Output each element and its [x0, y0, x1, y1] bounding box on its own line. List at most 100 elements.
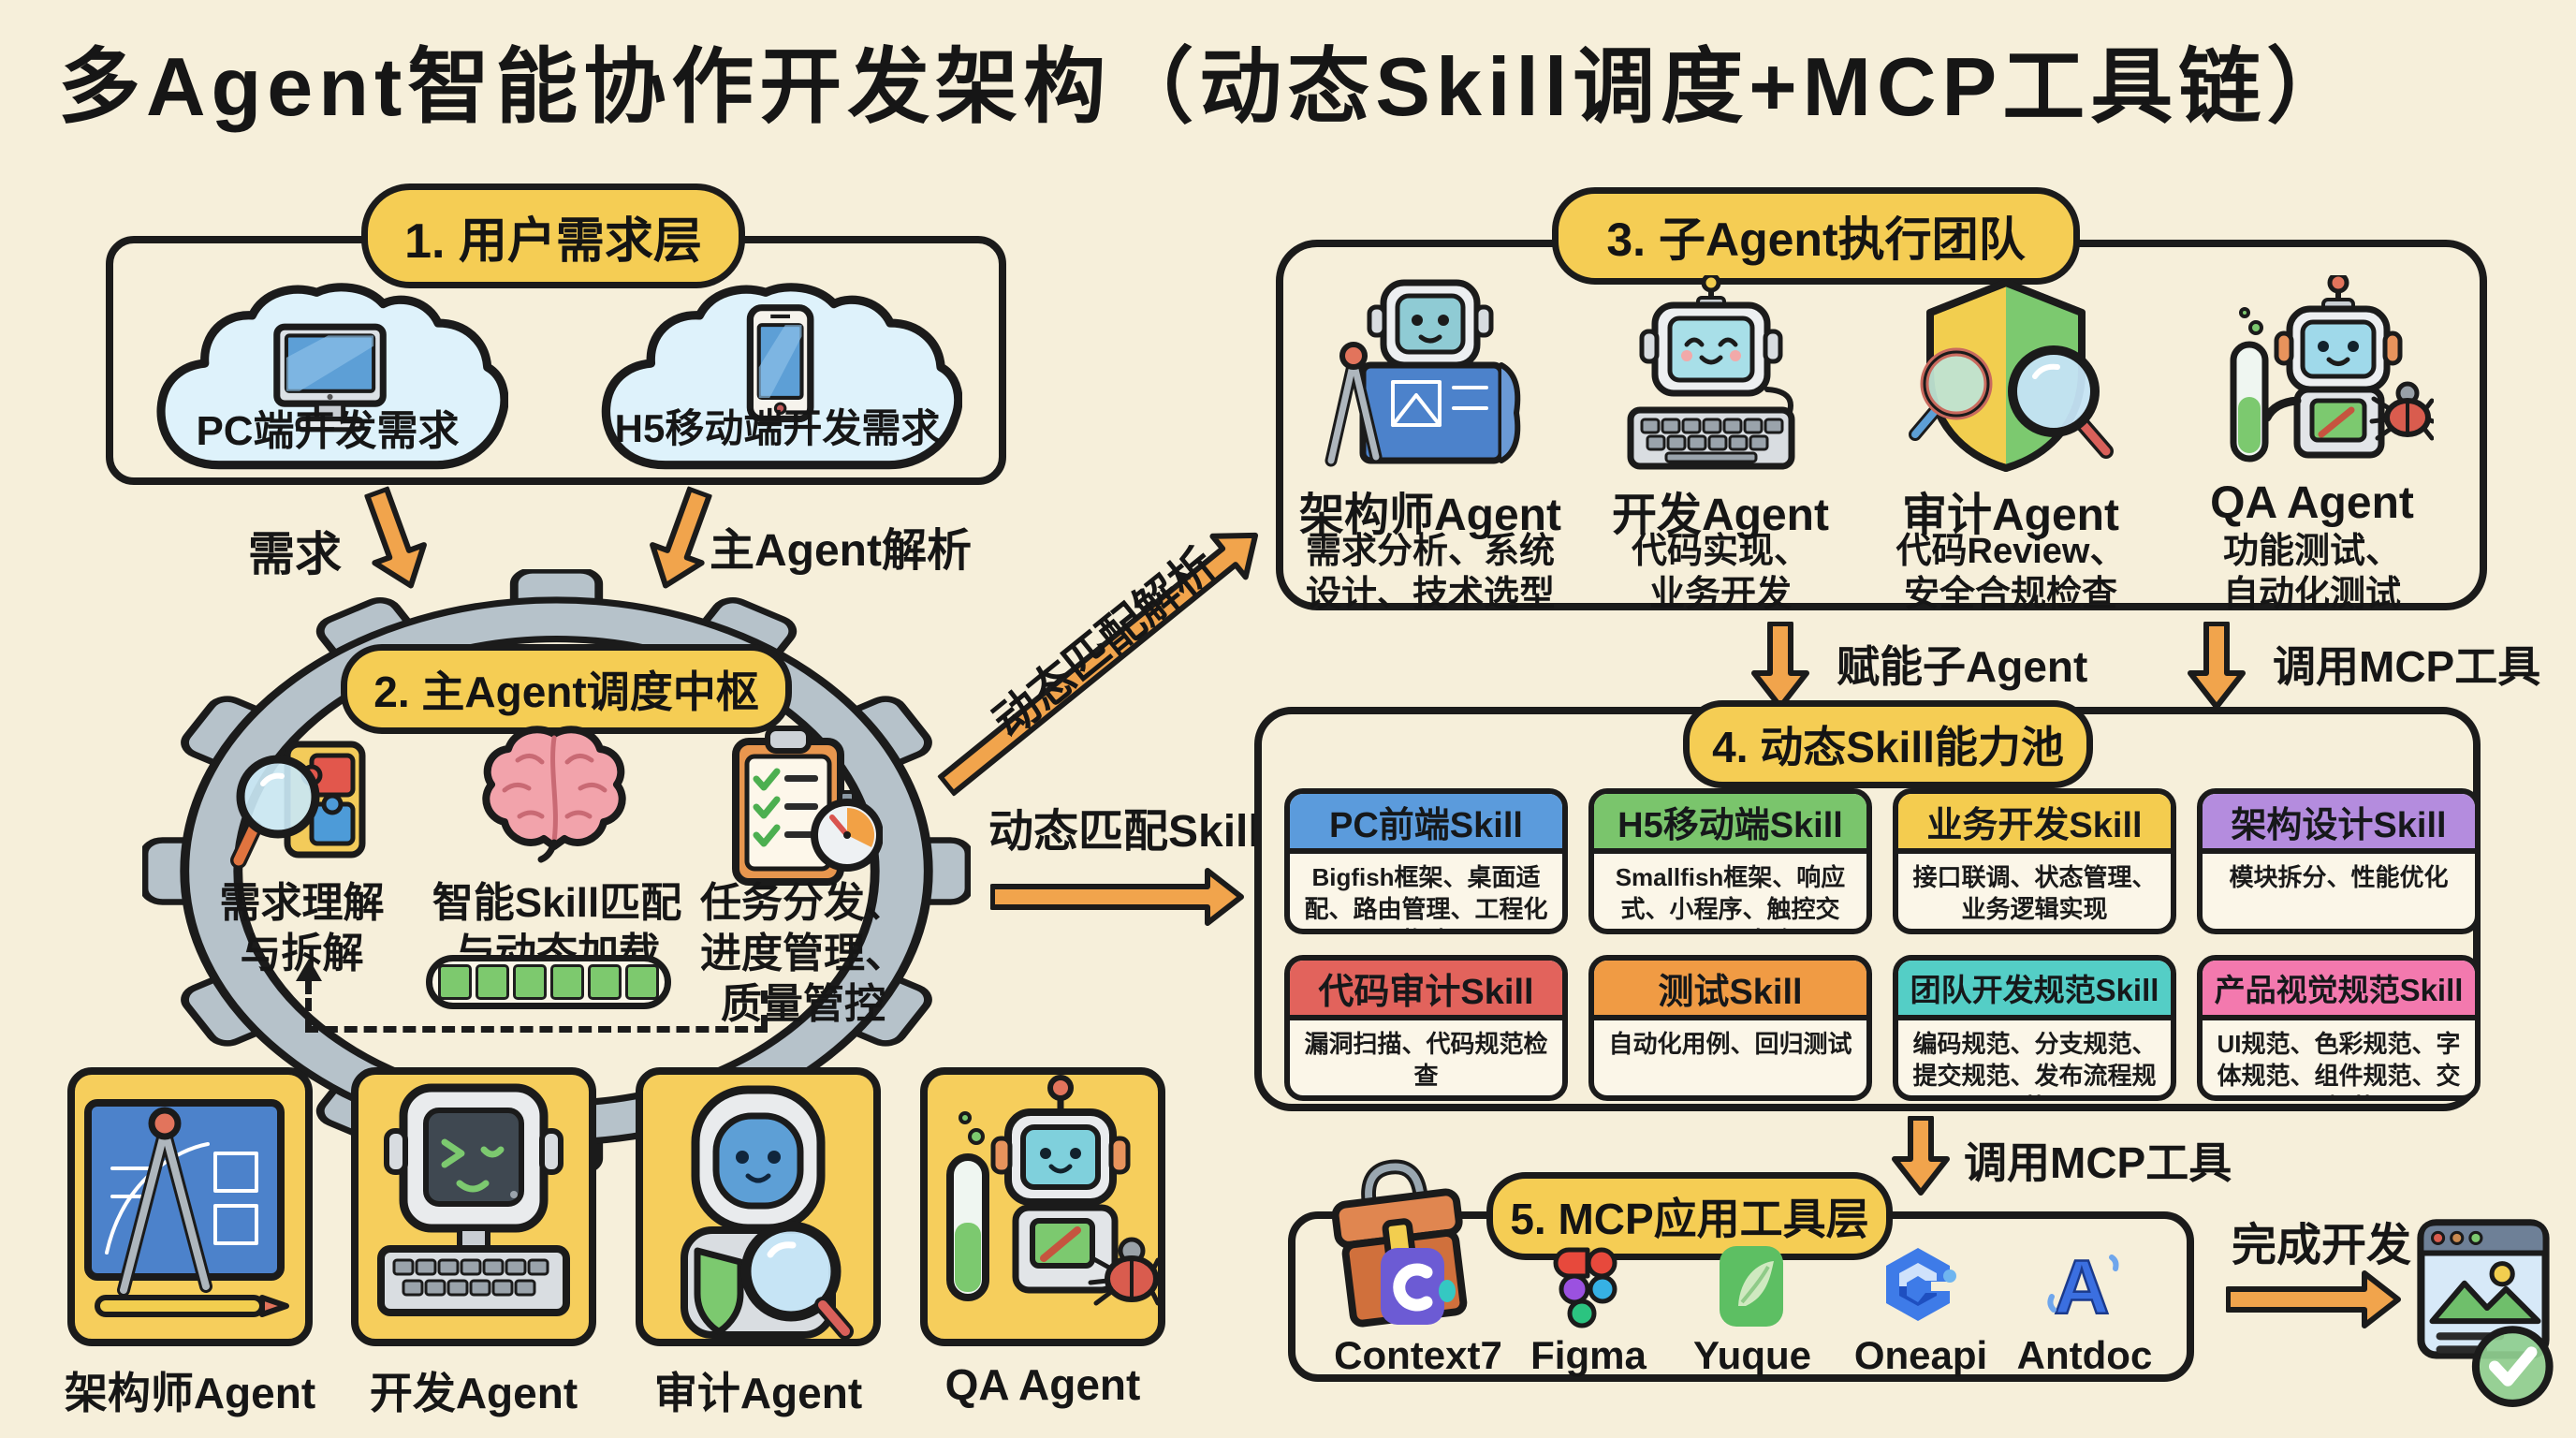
- skill-card-desc: Bigfish框架、桌面适配、路由管理、工程化构建: [1304, 863, 1548, 929]
- tool-label: Figma: [1530, 1333, 1647, 1377]
- call-mcp-arrow-bottom-label: 调用MCP工具: [1964, 1138, 2232, 1187]
- magnifier-puzzle-icon: [230, 741, 366, 869]
- agent-desc: 代码实现、 业务开发: [1631, 532, 1809, 614]
- call-mcp-arrow-top: [2188, 622, 2246, 710]
- audit-shield-icon: [1909, 279, 2114, 472]
- bottom-agent-label: QA Agent: [944, 1360, 1141, 1409]
- architect-robot-icon: [1325, 279, 1521, 467]
- tool-label: Antdoc: [2016, 1333, 2153, 1377]
- scheduler-item-label: 智能Skill匹配 与动态加载: [432, 880, 682, 976]
- brain-icon: [482, 726, 626, 863]
- skill-card-title: 业务开发Skill: [1898, 794, 2171, 854]
- progress-segment: [513, 964, 547, 1000]
- scheduler-item-label: 任务分发、 进度管理、 质量管控: [700, 880, 906, 1027]
- dynamic-parse-arrow-label: 动态匹配解析: [984, 539, 1226, 748]
- skill-card-desc: 漏洞扫描、代码规范检查: [1304, 1030, 1548, 1090]
- requirement-arrow: [364, 486, 427, 589]
- tool-label: Oneapi: [1853, 1333, 1988, 1377]
- skill-card: 架构设计Skill 模块拆分、性能优化: [2197, 788, 2481, 934]
- match-skill-arrow-label: 动态匹配Skill: [988, 807, 1261, 857]
- progress-segment: [588, 964, 622, 1000]
- skill-card: H5移动端Skill Smallfish框架、响应式、小程序、触控交互、Vite…: [1588, 788, 1872, 934]
- skill-card-title: 产品视觉规范Skill: [2203, 961, 2475, 1020]
- desktop-monitor-icon: [273, 323, 387, 433]
- match-skill-arrow: [990, 868, 1244, 926]
- user-layer-badge: 1. 用户需求层: [361, 183, 745, 288]
- blueprint-compass-icon: [84, 1099, 289, 1317]
- skill-card: 测试Skill 自动化用例、回归测试: [1588, 955, 1872, 1101]
- agent-card-developer: [351, 1067, 596, 1346]
- clipboard-timer-icon: [732, 726, 883, 886]
- svg-text:A: A: [2054, 1245, 2109, 1329]
- h5-cloud-label: H5移动端开发需求: [614, 406, 941, 450]
- scheduler-item-label: 需求理解 与拆解: [219, 880, 385, 976]
- feedback-loop-line: [305, 1026, 768, 1033]
- skill-card-title: PC前端Skill: [1290, 794, 1562, 854]
- sub-agent-team-badge: 3. 子Agent执行团队: [1552, 187, 2080, 285]
- requirement-arrow-label: 需求: [248, 528, 342, 580]
- progress-segment: [438, 964, 472, 1000]
- progress-segment: [550, 964, 584, 1000]
- scheduler-badge: 2. 主Agent调度中枢: [341, 644, 792, 734]
- context7-logo: [1381, 1248, 1456, 1325]
- feedback-loop-arrowhead: [296, 959, 322, 981]
- feedback-loop-line: [305, 981, 312, 1028]
- agent-name: 审计Agent: [1902, 491, 2119, 540]
- skill-load-progress-bar: [426, 955, 671, 1009]
- agent-desc: 功能测试、 自动化测试: [2222, 532, 2401, 614]
- skill-card: 产品视觉规范Skill UI规范、色彩规范、字体规范、组件规范、交互规范: [2197, 955, 2481, 1101]
- agent-card-architect: [67, 1067, 313, 1346]
- progress-segment: [476, 964, 509, 1000]
- mobile-phone-icon: [746, 304, 814, 423]
- skill-card-desc: 自动化用例、回归测试: [1608, 1030, 1852, 1058]
- dev-terminal-robot-icon: [377, 1083, 570, 1316]
- agent-name: 架构师Agent: [1299, 491, 1561, 540]
- gear-hub-icon: [142, 569, 971, 1173]
- skill-card: 代码审计Skill 漏洞扫描、代码规范检查: [1284, 955, 1568, 1101]
- progress-segment: [625, 964, 659, 1000]
- skill-card-title: 测试Skill: [1594, 961, 1866, 1020]
- parse-entry-arrow: [650, 486, 712, 589]
- finish-arrow-label: 完成开发: [2232, 1221, 2412, 1270]
- oneapi-logo: [1886, 1248, 1956, 1321]
- tool-label: Context7: [1334, 1333, 1502, 1377]
- parse-entry-arrow-label: 主Agent解析: [710, 526, 972, 576]
- skill-card: PC前端Skill Bigfish框架、桌面适配、路由管理、工程化构建: [1284, 788, 1568, 934]
- bottom-agent-label: 开发Agent: [369, 1369, 578, 1417]
- agent-desc: 代码Review、 安全合规检查: [1895, 532, 2126, 614]
- bottom-agent-label: 架构师Agent: [64, 1369, 316, 1417]
- qa-testtube-robot-icon: [946, 1075, 1158, 1306]
- tool-label: Yuque: [1692, 1333, 1812, 1377]
- antdoc-logo: A: [2047, 1244, 2119, 1329]
- call-mcp-arrow-bottom: [1892, 1116, 1950, 1196]
- skill-card-desc: 接口联调、状态管理、业务逻辑实现: [1912, 863, 2157, 923]
- page-title: 多Agent智能协作开发架构（动态Skill调度+MCP工具链）: [58, 40, 2355, 133]
- call-mcp-arrow-top-label: 调用MCP工具: [2273, 642, 2541, 691]
- skill-card-title: 团队开发规范Skill: [1898, 961, 2171, 1020]
- qa-robot-icon: [2230, 275, 2434, 462]
- mcp-layer-badge: 5. MCP应用工具层: [1486, 1172, 1893, 1260]
- agent-card-audit: [636, 1067, 881, 1346]
- skill-card-desc: 编码规范、分支规范、提交规范、发布流程规范: [1912, 1030, 2157, 1095]
- browser-success-icon: [2417, 1219, 2554, 1407]
- skill-card-title: H5移动端Skill: [1594, 794, 1866, 854]
- skill-card-desc: UI规范、色彩规范、字体规范、组件规范、交互规范: [2217, 1030, 2461, 1095]
- skill-card-title: 代码审计Skill: [1290, 961, 1562, 1020]
- developer-robot-icon: [1627, 275, 1795, 470]
- feedback-loop-line: [761, 990, 768, 1028]
- agent-desc: 需求分析、系统 设计、技术选型: [1305, 532, 1555, 614]
- skill-pool-badge: 4. 动态Skill能力池: [1683, 700, 2093, 788]
- agent-name: QA Agent: [2210, 478, 2414, 528]
- agent-name: 开发Agent: [1612, 491, 1829, 540]
- h5-cloud: [601, 283, 962, 470]
- skill-card-desc: Smallfish框架、响应式、小程序、触控交互、Vite打包: [1615, 863, 1846, 929]
- skill-card: 团队开发规范Skill 编码规范、分支规范、提交规范、发布流程规范: [1893, 955, 2176, 1101]
- agent-card-qa: [920, 1067, 1165, 1346]
- skill-card: 业务开发Skill 接口联调、状态管理、业务逻辑实现: [1893, 788, 2176, 934]
- audit-robot-icon: [681, 1085, 854, 1339]
- bottom-agent-label: 审计Agent: [653, 1369, 863, 1417]
- finish-arrow: [2226, 1270, 2401, 1328]
- empower-arrow: [1751, 622, 1809, 710]
- skill-card-title: 架构设计Skill: [2203, 794, 2475, 854]
